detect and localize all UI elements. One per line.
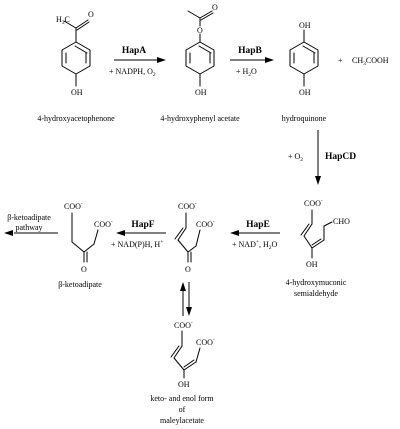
label-4-hydroxyphenyl-acetate: 4-hydroxyphenyl acetate <box>160 114 240 123</box>
enzyme-hapF: HapF <box>131 220 154 230</box>
label-pathway-2: pathway <box>15 223 42 232</box>
atom-oh: OH <box>306 260 318 269</box>
atom-o: O <box>185 265 191 274</box>
label-keto-enol-2: of <box>179 405 186 414</box>
atom-cho: CHO <box>333 217 350 226</box>
condition-hapE: + NAD+, H2O <box>232 239 277 251</box>
label-keto-enol-1: keto- and enol form <box>150 394 214 403</box>
atom-o: O <box>88 10 94 19</box>
condition-hapCD: + O2 <box>288 152 303 163</box>
atom-o-carbonyl: O <box>212 3 218 12</box>
label-pathway-1: β-ketoadipate <box>7 213 51 222</box>
atom-coo-1: COO- <box>178 201 197 211</box>
atom-oh: OH <box>195 88 207 97</box>
label-4-hydroxyacetophenone: 4-hydroxyacetophenone <box>37 114 115 123</box>
label-beta-ketoadipate: β-ketoadipate <box>58 280 102 289</box>
compound-4-hydroxyacetophenone: H3C O OH <box>56 10 94 97</box>
equilibrium-arrows <box>180 282 192 316</box>
condition-hapF: + NAD(P)H, H+ <box>111 239 163 249</box>
label-acetic-acid: CH3COOH <box>352 56 389 67</box>
arrow-hapCD <box>315 130 321 185</box>
label-hydroquinone: hydroquinone <box>282 114 327 123</box>
atom-oh-bottom: OH <box>299 88 311 97</box>
enzyme-hapCD: HapCD <box>325 152 356 162</box>
arrow-hapB <box>230 57 274 63</box>
label-keto-enol-3: maleylacetate <box>160 416 204 425</box>
atom-oh: OH <box>178 380 190 389</box>
compound-4-hydroxymuconic-semialdehyde: COO- CHO OH <box>300 198 350 269</box>
enzyme-hapB: HapB <box>238 46 262 56</box>
atom-h3c: H3C <box>56 15 70 26</box>
atom-oh-top: OH <box>299 21 311 30</box>
compound-maleylacetate-keto: COO- COO- O <box>174 201 215 274</box>
label-semialdehyde: semialdehyde <box>294 289 338 298</box>
arrow-hapE <box>230 230 280 236</box>
atom-o-ester: O <box>197 26 203 35</box>
compound-beta-ketoadipate: COO- COO- O <box>64 201 113 274</box>
condition-hapB: + H2O <box>236 67 257 78</box>
condition-hapA: + NADPH, O2 <box>109 67 156 78</box>
atom-coo-2: COO- <box>94 219 113 229</box>
arrow-to-pathway <box>4 230 58 236</box>
atom-coo-2: COO- <box>196 219 215 229</box>
plus-sign: + <box>338 56 343 65</box>
atom-coo: COO- <box>304 198 323 208</box>
enzyme-hapE: HapE <box>246 220 270 230</box>
atom-coo-1: COO- <box>64 201 83 211</box>
arrow-hapA <box>114 57 166 63</box>
label-4-hydroxymuconic: 4-hydroxymuconic <box>286 278 347 287</box>
arrow-hapF <box>116 230 166 236</box>
atom-coo-1: COO- <box>174 320 193 330</box>
atom-o: O <box>81 265 87 274</box>
atom-coo-2: COO- <box>196 337 215 347</box>
compound-maleylacetate-enol: COO- COO- OH <box>170 320 215 389</box>
compound-4-hydroxyphenyl-acetate: O O OH <box>185 3 218 97</box>
compound-hydroquinone: OH OH <box>289 21 319 97</box>
atom-oh: OH <box>71 88 83 97</box>
enzyme-hapA: HapA <box>122 46 146 56</box>
